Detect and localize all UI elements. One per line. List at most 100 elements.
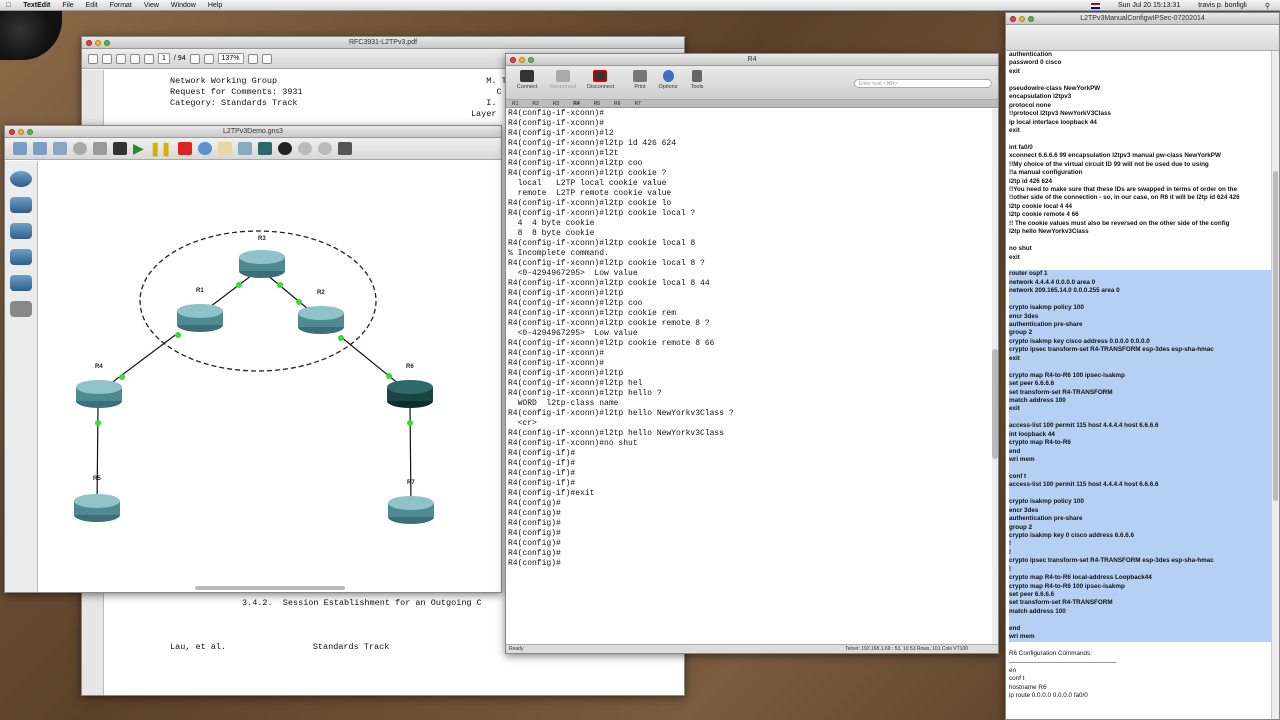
stop-icon[interactable] <box>177 142 192 155</box>
host-search-input[interactable]: Enter host <⌘R> <box>854 79 992 88</box>
label-r3: R3 <box>258 236 266 242</box>
document-line: !!other side of the connection - so, in … <box>1009 194 1240 202</box>
router-r6[interactable] <box>387 380 433 408</box>
apple-menu-icon[interactable]:  <box>6 2 11 9</box>
start-icon[interactable]: ▶ <box>133 140 144 156</box>
terminal-line: R4(config-if-xconn)#l2tp cookie local ? <box>508 209 696 218</box>
router-r5[interactable] <box>74 494 120 522</box>
horizontal-scrollbar[interactable] <box>195 586 345 590</box>
show-names-icon[interactable] <box>93 142 107 155</box>
security-category-icon[interactable] <box>10 249 32 265</box>
menu-file[interactable]: File <box>57 1 73 9</box>
close-icon[interactable] <box>9 129 15 135</box>
menu-help[interactable]: Help <box>202 1 222 9</box>
zoom-icon[interactable] <box>27 129 33 135</box>
gns3-titlebar[interactable]: L2TPv3Demo.gns3 <box>5 126 501 138</box>
tab-r2[interactable]: R2 <box>532 100 539 107</box>
minimize-icon[interactable] <box>519 57 525 63</box>
print-button[interactable]: Print <box>627 70 653 90</box>
page-up-icon[interactable] <box>144 53 154 64</box>
pdf-titlebar[interactable]: RFC3931-L2TPv3.pdf <box>82 37 684 49</box>
tab-r7[interactable]: R7 <box>634 100 641 107</box>
router-r2[interactable] <box>298 306 344 334</box>
zoom-icon[interactable] <box>528 57 534 63</box>
zoom-select[interactable]: 137% <box>217 53 244 64</box>
page-number-input[interactable]: 1 <box>158 53 170 64</box>
fit-icon[interactable] <box>247 53 258 64</box>
ellipse-icon[interactable] <box>277 142 292 155</box>
clock[interactable]: Sun Jul 20 15:13:31 <box>1117 2 1181 9</box>
document-scrollbar[interactable] <box>1271 51 1279 719</box>
console-all-icon[interactable] <box>113 142 127 155</box>
document-line: exit <box>1009 67 1020 75</box>
topology-svg[interactable] <box>38 161 502 586</box>
tab-r3[interactable]: R3 <box>552 100 560 107</box>
sidebar-icon[interactable] <box>88 53 98 64</box>
minimize-icon[interactable] <box>1019 16 1025 22</box>
zoom-out-icon[interactable] <box>317 142 332 155</box>
options-button[interactable]: Options <box>655 70 681 90</box>
topology-canvas[interactable]: R3 R1 R2 R4 R6 R5 R7 <box>38 161 501 584</box>
tab-r4[interactable]: R4 <box>573 100 580 107</box>
document-line: authentication <box>1009 51 1053 58</box>
rectangle-icon[interactable] <box>257 142 272 155</box>
close-icon[interactable] <box>1010 16 1016 22</box>
close-icon[interactable] <box>86 40 92 46</box>
picture-icon[interactable] <box>237 142 252 155</box>
annotate-icon[interactable] <box>261 53 272 64</box>
tab-r1[interactable]: R1 <box>512 100 519 107</box>
pdf-icon[interactable] <box>130 53 140 64</box>
print-icon[interactable] <box>116 53 126 64</box>
menu-format[interactable]: Format <box>104 1 132 9</box>
ospf-area-ellipse[interactable] <box>139 230 377 372</box>
end-device-category-icon[interactable] <box>10 223 32 239</box>
new-project-icon[interactable] <box>13 142 27 155</box>
disconnect-button[interactable]: Disconnect <box>587 70 614 90</box>
menu-view[interactable]: View <box>138 1 159 9</box>
reconnect-button[interactable]: Reconnect <box>550 70 576 90</box>
connect-button[interactable]: Connect <box>514 70 540 90</box>
menu-app-name[interactable]: TextEdit <box>18 1 50 9</box>
router-r3[interactable] <box>239 250 285 278</box>
link-tool-icon[interactable] <box>10 301 32 317</box>
open-project-icon[interactable] <box>33 142 47 155</box>
tools-button[interactable]: Tools <box>684 70 710 90</box>
router-r1[interactable] <box>177 304 223 332</box>
minimize-icon[interactable] <box>18 129 24 135</box>
document-line: encapsulation l2tpv3 <box>1009 93 1072 101</box>
user-name[interactable]: travis p. bonfigli <box>1198 2 1247 9</box>
snapshot-icon[interactable] <box>73 142 87 155</box>
zoom-icon[interactable] <box>1028 16 1034 22</box>
zoom-in-icon[interactable] <box>297 142 312 155</box>
reload-icon[interactable] <box>197 142 212 155</box>
spotlight-icon[interactable]: ⚲ <box>1264 2 1270 10</box>
tab-r5[interactable]: R5 <box>593 100 601 107</box>
close-icon[interactable] <box>510 57 516 63</box>
tab-r6[interactable]: R6 <box>614 100 621 107</box>
zoom-in-icon[interactable] <box>203 53 214 64</box>
terminal-titlebar[interactable]: R4 <box>506 54 998 66</box>
note-icon[interactable] <box>217 142 232 155</box>
format-ruler[interactable] <box>1006 25 1279 51</box>
router-category-icon[interactable] <box>10 171 32 187</box>
terminal-scrollbar[interactable] <box>992 109 998 644</box>
zoom-out-icon[interactable] <box>189 53 200 64</box>
menu-window[interactable]: Window <box>165 1 196 9</box>
menu-edit[interactable]: Edit <box>80 1 98 9</box>
router-r4[interactable] <box>76 380 122 408</box>
textedit-titlebar[interactable]: L2TPv3ManualConfigwIPSec-07202014 <box>1006 13 1279 25</box>
document-line: access-list 100 permit 115 host 4.4.4.4 … <box>1009 481 1271 490</box>
input-flag-icon[interactable] <box>1090 2 1100 9</box>
zoom-icon[interactable] <box>104 40 110 46</box>
all-devices-icon[interactable] <box>10 275 32 291</box>
share-icon[interactable] <box>102 53 112 64</box>
switch-category-icon[interactable] <box>10 197 32 213</box>
terminal-output[interactable]: R4(config-if-xconn)#R4(config-if-xconn)#… <box>506 109 992 644</box>
save-project-icon[interactable] <box>53 142 67 155</box>
minimize-icon[interactable] <box>95 40 101 46</box>
link-status-dots <box>95 282 413 426</box>
pause-icon[interactable]: ❚❚ <box>149 141 172 156</box>
screenshot-icon[interactable] <box>337 142 352 155</box>
router-r7[interactable] <box>388 496 434 524</box>
